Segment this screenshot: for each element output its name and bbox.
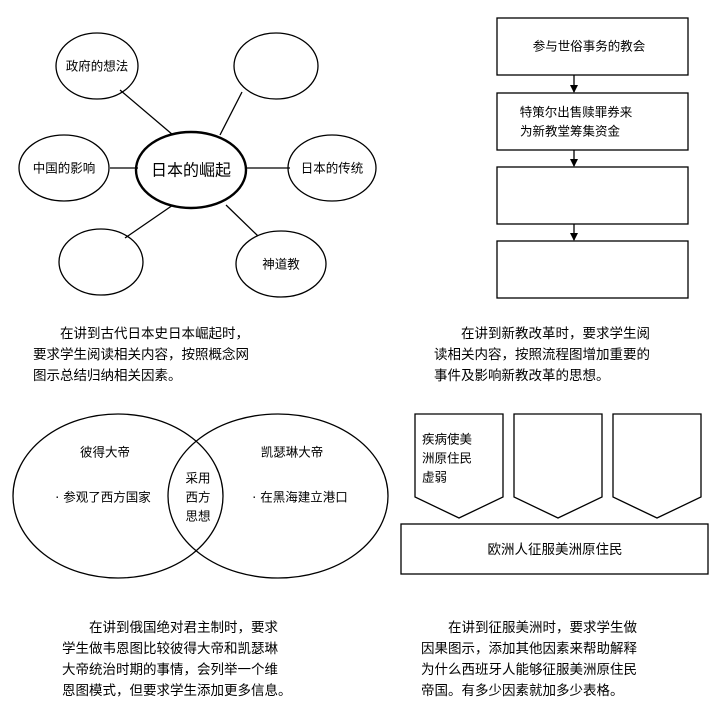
concept-center-label: 日本的崛起	[151, 161, 231, 180]
venn-right-title: 凯瑟琳大帝	[261, 445, 324, 460]
cause-box-2	[513, 413, 603, 519]
concept-node-right	[287, 134, 377, 202]
caption-line: 学生做韦恩图比较彼得大帝和凯瑟琳	[62, 641, 278, 657]
cause-box-1-line-2: 洲原住民	[422, 451, 472, 466]
caption-line: 在讲到俄国绝对君主制时，要求	[89, 620, 278, 636]
caption-line: 在讲到征服美洲时，要求学生做	[448, 620, 637, 636]
concept-node-bottom-left	[58, 228, 144, 296]
cause-box-1-line-3: 虚弱	[422, 470, 447, 485]
connector-line	[219, 91, 243, 136]
venn-left-item: · 参观了西方国家	[55, 490, 151, 505]
flowchart-caption: 在讲到新教改革时，要求学生阅 读相关内容，按照流程图增加重要的 事件及影响新教改…	[434, 324, 720, 387]
flow-step-2	[496, 92, 689, 151]
venn-right-circle	[167, 413, 389, 579]
venn-overlap-line-1: 采用	[185, 471, 210, 486]
concept-node-left	[18, 134, 110, 202]
venn-diagram	[12, 413, 389, 579]
caption-line: 大帝统治时期的事情，会列举一个维	[62, 662, 278, 678]
caption-line: 在讲到古代日本史日本崛起时，	[60, 326, 249, 342]
concept-map-caption: 在讲到古代日本史日本崛起时， 要求学生阅读相关内容，按照概念网 图示总结归纳相关…	[33, 324, 333, 387]
concept-node-bottom-right	[235, 230, 327, 298]
effect-label: 欧洲人征服美洲原住民	[488, 542, 623, 558]
connector-line	[119, 89, 174, 136]
venn-left-title: 彼得大帝	[80, 445, 130, 460]
concept-center	[134, 130, 248, 210]
caption-line: 图示总结归纳相关因素。	[33, 368, 182, 384]
concept-node-top-left	[55, 32, 139, 100]
flow-step-3	[496, 166, 689, 225]
venn-overlap-line-2: 西方	[185, 490, 210, 505]
flow-step-1-label: 参与世俗事务的教会	[533, 39, 646, 54]
effect-box	[400, 523, 709, 575]
caption-line: 事件及影响新教改革的思想。	[434, 368, 610, 384]
cause-effect-caption: 在讲到征服美洲时，要求学生做 因果图示，添加其他因素来帮助解释 为什么西班牙人能…	[421, 618, 711, 702]
venn-right-item: · 在黑海建立港口	[252, 490, 347, 505]
concept-node-bottom-right-label: 神道教	[262, 257, 300, 272]
concept-node-right-label: 日本的传统	[301, 161, 364, 176]
caption-line: 要求学生阅读相关内容，按照概念网	[33, 347, 249, 363]
caption-line: 因果图示，添加其他因素来帮助解释	[421, 641, 637, 657]
caption-line: 在讲到新教改革时，要求学生阅	[461, 326, 650, 342]
connector-line	[124, 204, 174, 239]
venn-caption: 在讲到俄国绝对君主制时，要求 学生做韦恩图比较彼得大帝和凯瑟琳 大帝统治时期的事…	[62, 618, 352, 702]
concept-node-top-right	[233, 32, 319, 100]
concept-map	[18, 32, 377, 298]
cause-box-1	[414, 413, 504, 519]
caption-line: 为什么西班牙人能够征服美洲原住民	[421, 662, 637, 678]
concept-node-top-left-label: 政府的想法	[66, 59, 129, 74]
flow-step-2-label-line-1: 特策尔出售赎罪券来	[520, 105, 633, 120]
flowchart	[496, 17, 689, 299]
caption-line: 帝国。有多少因素就加多少表格。	[421, 683, 624, 699]
flow-step-2-label-line-2: 为新教堂筹集资金	[520, 124, 621, 139]
venn-overlap-line-3: 思想	[185, 509, 210, 524]
flow-step-4	[496, 240, 689, 299]
caption-line: 恩图模式，但要求学生添加更多信息。	[62, 683, 292, 699]
cause-effect-diagram	[400, 413, 709, 575]
cause-box-1-line-1: 疾病使美	[422, 432, 472, 447]
connector-line	[225, 204, 259, 237]
cause-box-3	[612, 413, 702, 519]
caption-line: 读相关内容，按照流程图增加重要的	[434, 347, 650, 363]
concept-node-left-label: 中国的影响	[33, 161, 96, 176]
flow-step-1	[496, 17, 689, 76]
venn-left-circle	[12, 413, 224, 579]
